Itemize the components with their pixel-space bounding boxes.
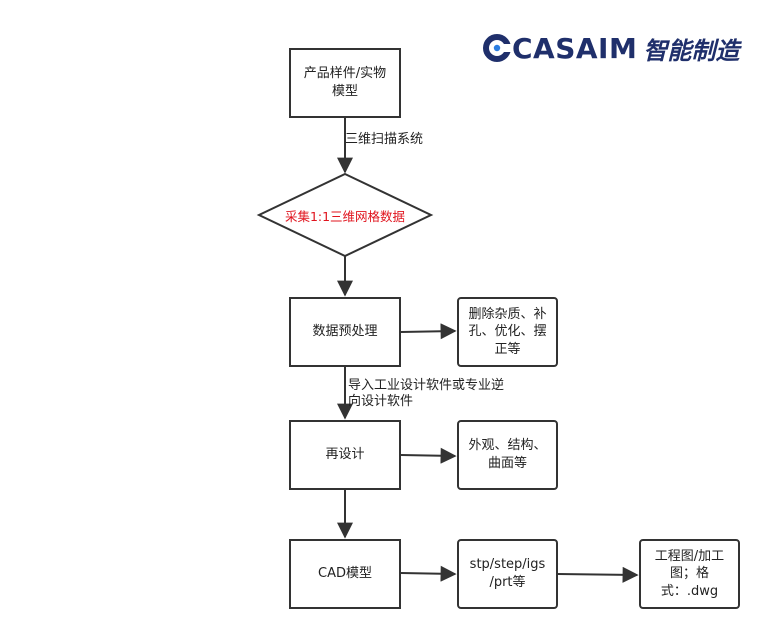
logo-tagline: 智能制造 [643, 35, 740, 65]
node-preprocess-note: 删除杂质、补 孔、优化、摆 正等 [457, 297, 558, 367]
node-redesign-label: 再设计 [325, 447, 365, 463]
casaim-logo: CASAIM 智能制造 [482, 30, 739, 66]
node-file-formats: stp/step/igs /prt等 [457, 539, 558, 609]
node-product-sample-label: 产品样件/实物 模型 [303, 66, 387, 99]
node-redesign-note-label: 外观、结构、 曲面等 [468, 438, 547, 471]
edge-label-import-software: 导入工业设计软件或专业逆 向设计软件 [348, 378, 505, 410]
arrow-redesign-to-note [400, 447, 457, 464]
node-preprocess: 数据预处理 [289, 297, 401, 367]
node-file-formats-label: stp/step/igs /prt等 [469, 557, 546, 590]
node-redesign-note: 外观、结构、 曲面等 [457, 420, 558, 490]
logo-brand-text: CASAIM [512, 31, 638, 65]
arrow-formats-to-drawing [557, 566, 639, 583]
arrow-preprocess-to-note [400, 323, 457, 340]
node-cad-model-label: CAD模型 [318, 566, 372, 582]
node-product-sample: 产品样件/实物 模型 [289, 48, 401, 118]
edge-label-scan-system: 三维扫描系统 [345, 132, 424, 147]
node-collect-mesh-label: 采集1:1三维网格数据 [284, 209, 406, 224]
arrow-cad-to-formats [400, 565, 457, 582]
node-preprocess-note-label: 删除杂质、补 孔、优化、摆 正等 [468, 306, 547, 357]
node-preprocess-label: 数据预处理 [312, 324, 378, 340]
node-redesign: 再设计 [289, 420, 401, 490]
node-engineering-drawing-label: 工程图/加工 图；格 式：.dwg [654, 548, 725, 599]
logo-mark-icon [483, 34, 512, 62]
node-cad-model: CAD模型 [289, 539, 401, 609]
node-engineering-drawing: 工程图/加工 图；格 式：.dwg [639, 539, 740, 609]
